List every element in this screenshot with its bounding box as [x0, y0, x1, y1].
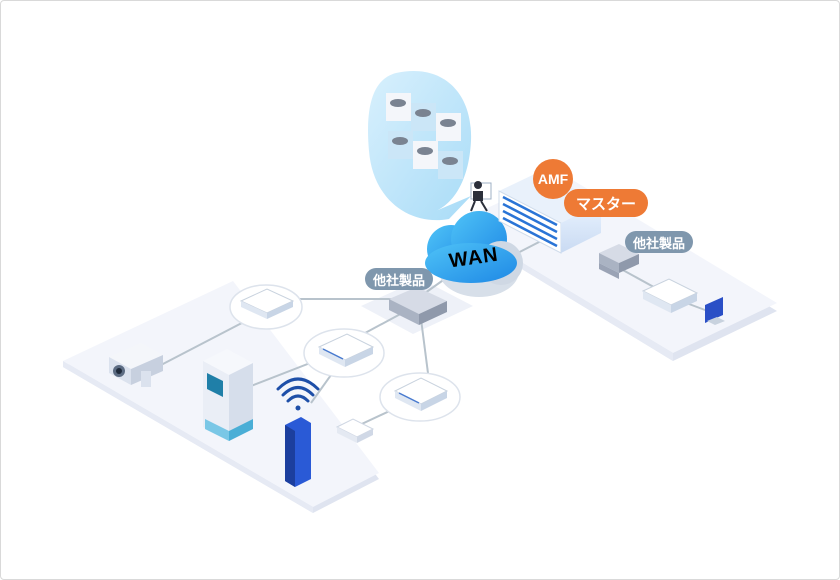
switch-disc-middle: [303, 328, 385, 378]
switch-right-lower: [641, 278, 699, 313]
link-line: [420, 318, 430, 382]
monitor-icon: [705, 297, 725, 325]
switch-disc-bottom: [379, 372, 461, 422]
wifi-icon: [276, 377, 320, 403]
master-badge: マスター: [564, 189, 649, 217]
amf-badge: AMF: [533, 159, 573, 199]
third-party-badge-right: 他社製品: [625, 231, 694, 253]
management-bubble: [368, 70, 472, 221]
camera: [109, 343, 163, 387]
wan-cloud: [425, 211, 523, 297]
admin-person-icon: [470, 181, 492, 212]
smartphone: [276, 377, 320, 487]
small-router: [335, 418, 375, 443]
third-party-badge-left: 他社製品: [365, 268, 434, 290]
third-party-switch-right: [599, 244, 639, 279]
switch-disc-top: [229, 284, 303, 330]
third-party-switch-center: [389, 287, 447, 325]
atm-kiosk: [203, 349, 253, 441]
device-tiles: [386, 93, 463, 179]
